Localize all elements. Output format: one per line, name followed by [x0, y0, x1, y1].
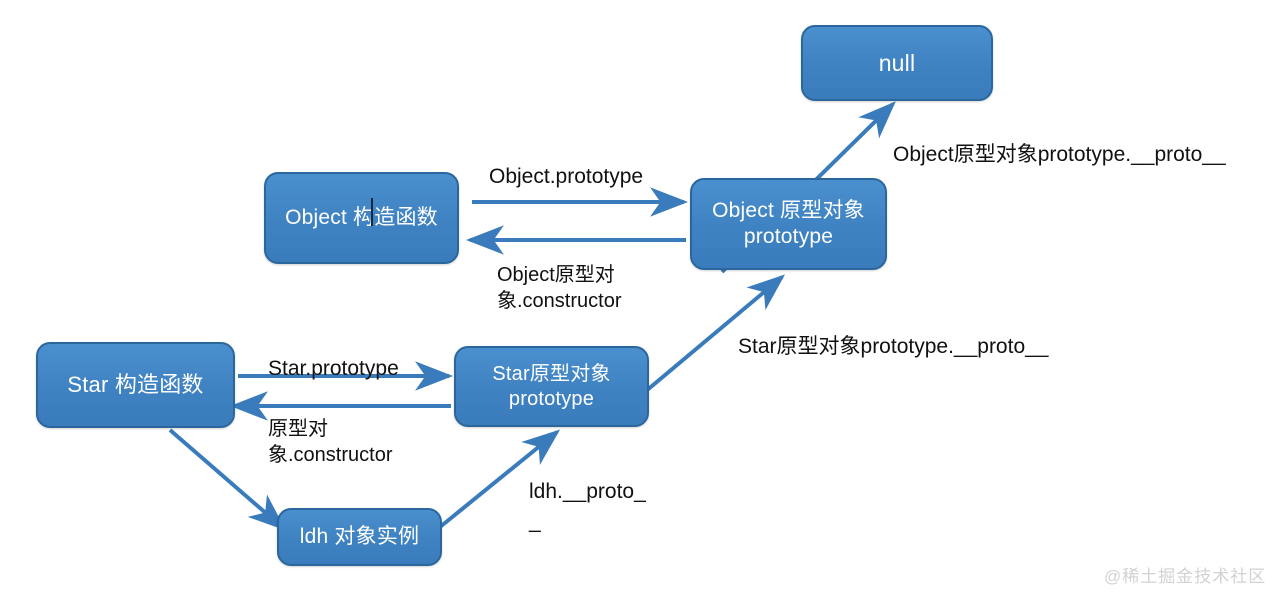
edge-label-star-constructor: 原型对 象.constructor — [268, 418, 393, 466]
node-object-prototype[interactable]: Object 原型对象 prototype — [690, 178, 887, 270]
node-null[interactable]: null — [801, 25, 993, 101]
edge-label-star-prototype: Star.prototype — [268, 357, 399, 380]
edge-label-object-prototype: Object.prototype — [489, 165, 644, 188]
node-object-constructor[interactable]: Object 构造函数 — [264, 172, 459, 264]
node-object-prototype-label: Object 原型对象 prototype — [712, 199, 865, 248]
edge-label-ldh-proto: ldh.__proto_ _ — [529, 480, 646, 534]
edge-label-object-constructor: Object原型对 象.constructor — [497, 264, 622, 312]
node-star-prototype-label: Star原型对象 prototype — [492, 363, 611, 410]
text-cursor — [371, 198, 373, 226]
node-ldh-instance[interactable]: ldh 对象实例 — [277, 508, 442, 566]
edge-star-constructor-to-ldh — [168, 428, 287, 531]
node-null-label: null — [878, 49, 916, 76]
node-star-constructor-label: Star 构造函数 — [67, 371, 204, 397]
node-star-constructor[interactable]: Star 构造函数 — [36, 342, 235, 428]
node-ldh-instance-label: ldh 对象实例 — [299, 525, 420, 549]
edge-label-star-proto-chain: Star原型对象prototype.__proto__ — [738, 335, 1049, 358]
watermark: @稀土掘金技术社区 — [1104, 567, 1267, 586]
edge-label-object-proto-chain: Object原型对象prototype.__proto__ — [893, 143, 1226, 166]
node-star-prototype[interactable]: Star原型对象 prototype — [454, 346, 649, 427]
node-object-constructor-label: Object 构造函数 — [285, 206, 438, 230]
